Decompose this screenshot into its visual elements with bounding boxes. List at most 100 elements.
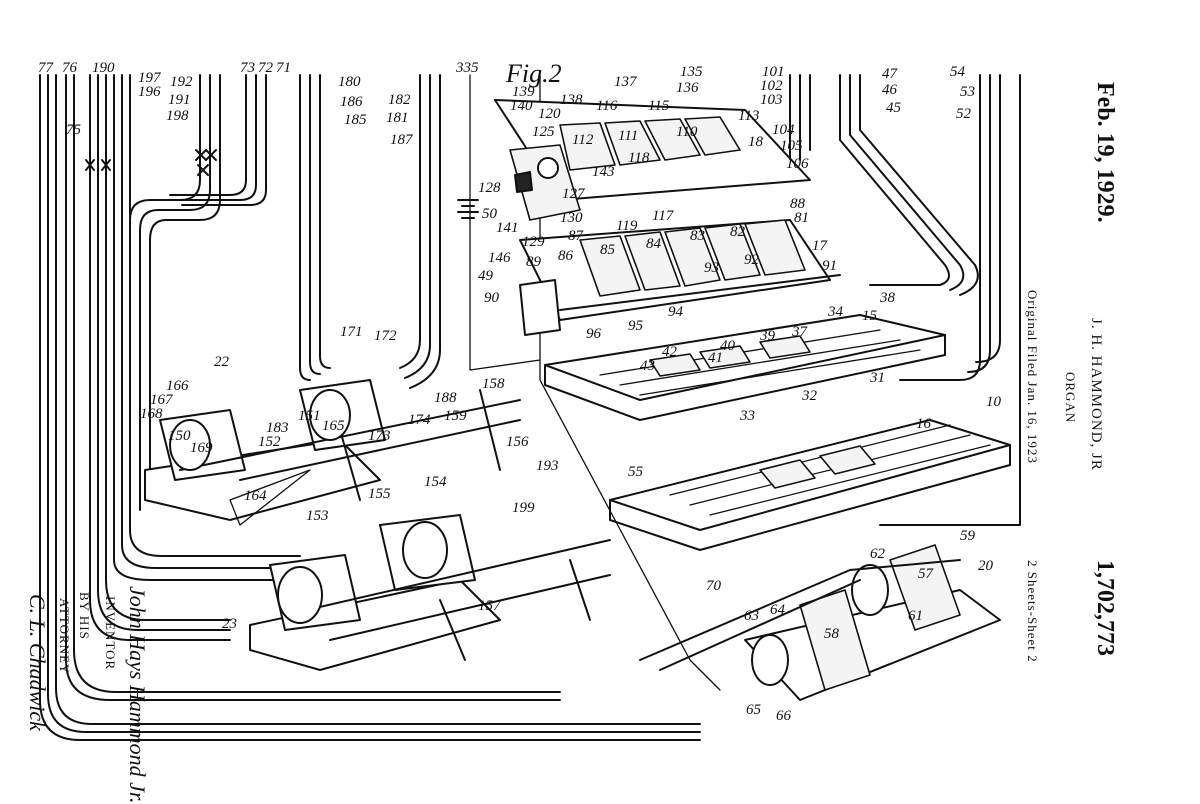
- by-label: BY HIS: [77, 592, 92, 640]
- ref-125: 125: [532, 124, 555, 140]
- ref-168-upper: 168: [140, 406, 163, 422]
- ref-87: 87: [568, 228, 585, 244]
- ref-155-upper: 155: [368, 486, 391, 502]
- ref-105: 105: [780, 138, 803, 154]
- ref-112: 112: [572, 132, 594, 148]
- ref-45: 45: [886, 100, 902, 116]
- ref-72: 72: [258, 60, 274, 76]
- ref-130: 130: [560, 210, 583, 226]
- ref-47: 47: [882, 66, 899, 82]
- ref-75: 75: [66, 122, 82, 138]
- ref-41-upper: 41: [708, 350, 723, 366]
- ref-103: 103: [760, 92, 783, 108]
- ref-58: 58: [824, 626, 840, 642]
- ref-129: 129: [522, 234, 545, 250]
- ref-59: 59: [960, 528, 976, 544]
- ref-188: 188: [434, 390, 457, 406]
- right-wire-bundle: [789, 74, 1021, 526]
- ref-156-upper: 156: [506, 434, 529, 450]
- ref-90: 90: [484, 290, 500, 306]
- ref-174-upper: 174: [408, 412, 431, 428]
- sheet-count: 2 Sheets-Sheet 2: [1025, 560, 1040, 663]
- inventor-name: J. H. HAMMOND, JR: [1088, 318, 1104, 471]
- ref-117: 117: [652, 208, 675, 224]
- ref-46: 46: [882, 82, 898, 98]
- ref-10: 10: [986, 394, 1002, 410]
- ref-187: 187: [390, 132, 414, 148]
- ref-88: 88: [790, 196, 806, 212]
- ref-84: 84: [646, 236, 662, 252]
- ref-120: 120: [538, 106, 561, 122]
- ref-180: 180: [338, 74, 361, 90]
- filing-date: Original Filed Jan. 16, 1923: [1025, 290, 1040, 464]
- center-divider: [539, 359, 721, 691]
- ref-37-upper: 37: [791, 324, 809, 340]
- ref-138: 138: [560, 92, 583, 108]
- ref-115: 115: [648, 98, 670, 114]
- ref-136: 136: [676, 80, 699, 96]
- ref-192: 192: [170, 74, 193, 90]
- ref-42-upper: 42: [662, 344, 678, 360]
- ref-81: 81: [794, 210, 809, 226]
- ref-152-upper: 152: [258, 434, 281, 450]
- battery-symbol: [457, 199, 479, 219]
- ref-119: 119: [616, 218, 638, 234]
- ref-167-upper: 167: [150, 392, 174, 408]
- ref-159-upper: 159: [444, 408, 467, 424]
- ref-143: 143: [592, 164, 615, 180]
- ref-39-upper: 39: [759, 328, 776, 344]
- ref-169-upper: 169: [190, 440, 213, 456]
- ref-111: 111: [618, 128, 638, 144]
- ref-38-upper: 38: [879, 290, 896, 306]
- invention-title: ORGAN: [1063, 372, 1078, 424]
- left-wire-bundle: [39, 74, 701, 741]
- ref-150-upper: 150: [168, 428, 191, 444]
- ref-64-lower: 64: [770, 602, 786, 618]
- ref-173-upper: 173: [368, 428, 391, 444]
- ref-94: 94: [668, 304, 684, 320]
- ref-139: 139: [512, 84, 535, 100]
- ref-106: 106: [786, 156, 809, 172]
- ref-166-upper: 166: [166, 378, 189, 394]
- lower-tray: [609, 419, 1011, 551]
- ref-66-lower: 66: [776, 708, 792, 724]
- ref-113: 113: [738, 108, 759, 124]
- ref-22: 22: [214, 354, 230, 370]
- ref-172-upper: 172: [374, 328, 397, 344]
- ref-18: 18: [748, 134, 764, 150]
- patent-number: 1,702,773: [1092, 560, 1118, 656]
- ref-76: 76: [62, 60, 78, 76]
- ref-49-upper: 49: [478, 268, 494, 284]
- ref-95: 95: [628, 318, 644, 334]
- ref-62-upper: 62: [870, 546, 886, 562]
- ref-34-upper: 34: [827, 304, 844, 320]
- ref-82: 82: [730, 224, 746, 240]
- ref-196: 196: [138, 84, 161, 100]
- ref-140: 140: [510, 98, 533, 114]
- ref-101: 101: [762, 64, 785, 80]
- ref-57: 57: [918, 566, 935, 582]
- patent-date: Feb. 19, 1929.: [1092, 82, 1118, 223]
- ref-70-upper: 70: [706, 578, 722, 594]
- ref-193: 193: [536, 458, 559, 474]
- ref-55: 55: [628, 464, 644, 480]
- ref-171-upper: 171: [340, 324, 363, 340]
- ref-89: 89: [526, 254, 542, 270]
- ref-153-upper: 153: [306, 508, 329, 524]
- ref-93: 93: [704, 260, 719, 276]
- ref-33-upper: 33: [739, 408, 755, 424]
- ref-185: 185: [344, 112, 367, 128]
- ref-17: 17: [812, 238, 829, 254]
- ref-53: 53: [960, 84, 975, 100]
- ref-335: 335: [455, 60, 479, 76]
- ref-104: 104: [772, 122, 795, 138]
- ref-86: 86: [558, 248, 574, 264]
- ref-128: 128: [478, 180, 501, 196]
- ref-43-upper: 43: [640, 358, 655, 374]
- ref-54: 54: [950, 64, 966, 80]
- ref-164-upper: 164: [244, 488, 267, 504]
- ref-137: 137: [614, 74, 638, 90]
- wire-crossings: [85, 149, 217, 176]
